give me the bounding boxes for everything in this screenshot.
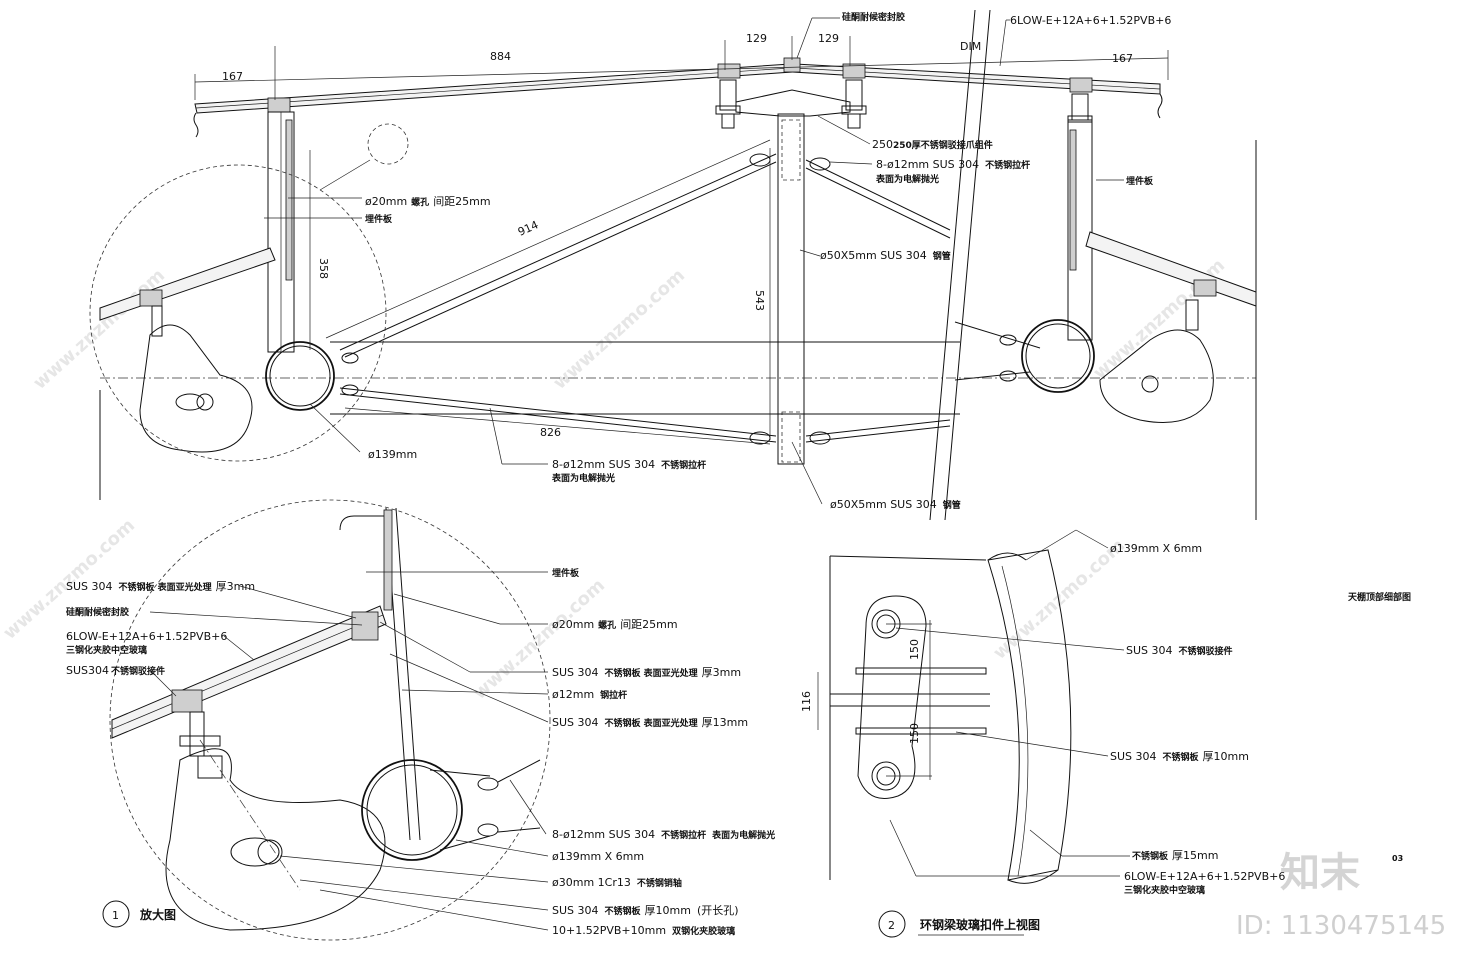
d1-label-sealant: 硅酮耐候密封胶 [66, 606, 129, 618]
right-knuckle [1099, 329, 1214, 423]
roof-fitting [267, 97, 291, 113]
d2-plate [857, 595, 927, 799]
sheet-title: 天棚顶部细部图 [1348, 591, 1411, 603]
dim-884: 884 [490, 50, 511, 63]
d2-title: 环钢梁玻璃扣件上视图 [920, 917, 1040, 932]
dim-129-b: 129 [818, 32, 839, 45]
d2-ring-pipe [987, 549, 1072, 881]
left-slope-glass [99, 247, 276, 321]
d2-number-circle [878, 910, 906, 938]
label-anchor-right: 埋件板 [1126, 175, 1154, 187]
right-column [1067, 119, 1093, 341]
dim-129-a: 129 [746, 32, 767, 45]
label-rod-top-note: 表面为电解抛光 [875, 173, 939, 185]
dim-826: 826 [540, 426, 561, 439]
dimension-top [194, 36, 1169, 100]
label-plate-250: 250250厚不锈钢驳接爪组件 [872, 138, 993, 151]
watermark-text: www.znzmo.com [29, 265, 169, 394]
right-ring-pipe [1021, 319, 1095, 393]
roof-fitting [842, 63, 866, 79]
watermark-text: www.znzmo.com [549, 265, 689, 394]
sheet-number: 03 [1392, 854, 1403, 863]
d2-label-glass-note: 三钢化夹胶中空玻璃 [1124, 884, 1205, 896]
detail-1-pipe [361, 759, 463, 861]
dim-167-left: 167 [222, 70, 243, 83]
d1-label-pipe: ø139mm X 6mm [552, 850, 644, 863]
d1-label-anchor: 埋件板 [552, 567, 580, 579]
brand-id: ID: 1130475145 [1236, 911, 1446, 941]
d1-title: 放大图 [139, 907, 176, 922]
d2-dim-116: 116 [800, 691, 813, 712]
label-sealant-top: 硅酮耐候密封胶 [842, 11, 905, 23]
label-rod-bottom-note: 表面为电解抛光 [551, 472, 615, 484]
roof-fitting [1069, 77, 1093, 93]
roof-fitting [717, 63, 741, 79]
brand-logo: 知末 [1280, 850, 1360, 896]
d1-number: 1 [112, 909, 119, 922]
detail-callout-circle [89, 164, 387, 462]
roof-fitting [783, 57, 801, 73]
hanger-plate [735, 89, 851, 117]
d2-dim-150-b: 150 [908, 723, 921, 744]
dim-167-right: 167 [1112, 52, 1133, 65]
watermark-text: www.znzmo.com [469, 575, 609, 704]
d1-label-glass-note: 三钢化夹胶中空玻璃 [66, 644, 147, 656]
detail-1-knuckle [165, 748, 386, 931]
detail-1-circle [109, 499, 551, 941]
left-knuckle [139, 324, 253, 453]
d2-dim-150-a: 150 [908, 639, 921, 660]
dim-543: 543 [753, 290, 766, 311]
d1-number-circle [102, 900, 130, 928]
dim-914: 914 [516, 218, 540, 238]
d2-label-plate: 不锈钢板厚15mm [1132, 849, 1218, 862]
d2-label-glass: 6LOW-E+12A+6+1.52PVB+6 [1124, 870, 1285, 883]
label-pipe-139: ø139mm [368, 448, 417, 461]
dim-358: 358 [317, 258, 330, 279]
vertical-pipe [777, 113, 805, 465]
d2-label-pipe: ø139mm X 6mm [1110, 542, 1202, 555]
left-ring-pipe [265, 341, 335, 411]
d1-label-glass: 6LOW-E+12A+6+1.52PVB+6 [66, 630, 227, 643]
label-anchor: 埋件板 [365, 213, 393, 225]
dim-dim: DIM [960, 40, 981, 53]
d2-number: 2 [888, 919, 895, 932]
label-glass-top: 6LOW-E+12A+6+1.52PVB+6 [1010, 14, 1171, 27]
main-elevation: 167 884 129 129 DIM 167 硅酮耐候密封胶 6LOW-E+1… [89, 9, 1257, 521]
